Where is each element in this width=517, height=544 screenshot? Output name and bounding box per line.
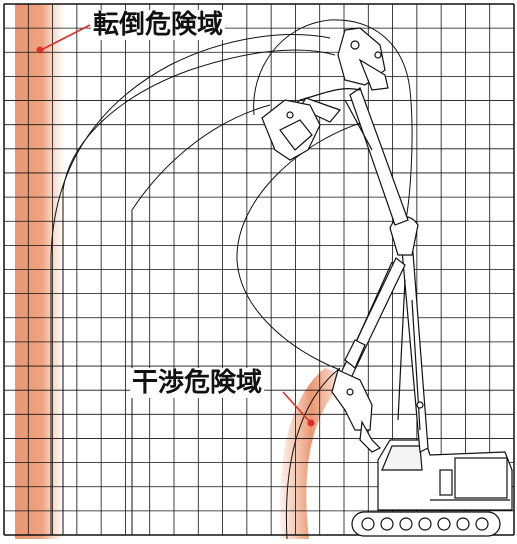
- dig-envelope-curve: [253, 19, 413, 226]
- excavator-upper-body: [377, 439, 513, 511]
- second-reach-curve: [62, 49, 336, 535]
- tipping-danger-zone: [15, 4, 65, 539]
- reach-envelope-curves: [50, 19, 413, 540]
- interference-zone-pointer: [282, 391, 312, 424]
- track-wheel: [380, 517, 394, 531]
- track-wheel: [361, 517, 375, 531]
- interference-boundary-curve: [236, 119, 371, 371]
- excavator-tracks: [351, 511, 501, 537]
- interference-zone-pointer-dot: [307, 419, 315, 427]
- track-wheel: [399, 517, 413, 531]
- inner-reach-curve: [131, 104, 271, 535]
- lower-swing-curve: [285, 367, 341, 540]
- excavator-boom: [389, 216, 429, 453]
- outer-reach-curve: [50, 34, 331, 535]
- track-wheel: [456, 517, 470, 531]
- grapple-lowered: [331, 369, 382, 453]
- grid: [3, 3, 515, 536]
- track-wheel: [418, 517, 432, 531]
- interference-danger-zone-label: 干渉危険域: [130, 368, 265, 398]
- tipping-zone-pointer: [40, 24, 91, 51]
- excavator-arm-lowered: [339, 257, 406, 381]
- tipping-zone-pointer-dot: [36, 46, 44, 54]
- track-wheel: [475, 517, 489, 531]
- grapple-raised-side: [261, 99, 321, 161]
- track-wheel: [437, 517, 451, 531]
- tipping-danger-zone-label: 転倒危険域: [91, 10, 226, 40]
- grapple-raised-top: [337, 27, 389, 91]
- interference-danger-zone: [280, 368, 349, 539]
- excavator: [261, 27, 513, 537]
